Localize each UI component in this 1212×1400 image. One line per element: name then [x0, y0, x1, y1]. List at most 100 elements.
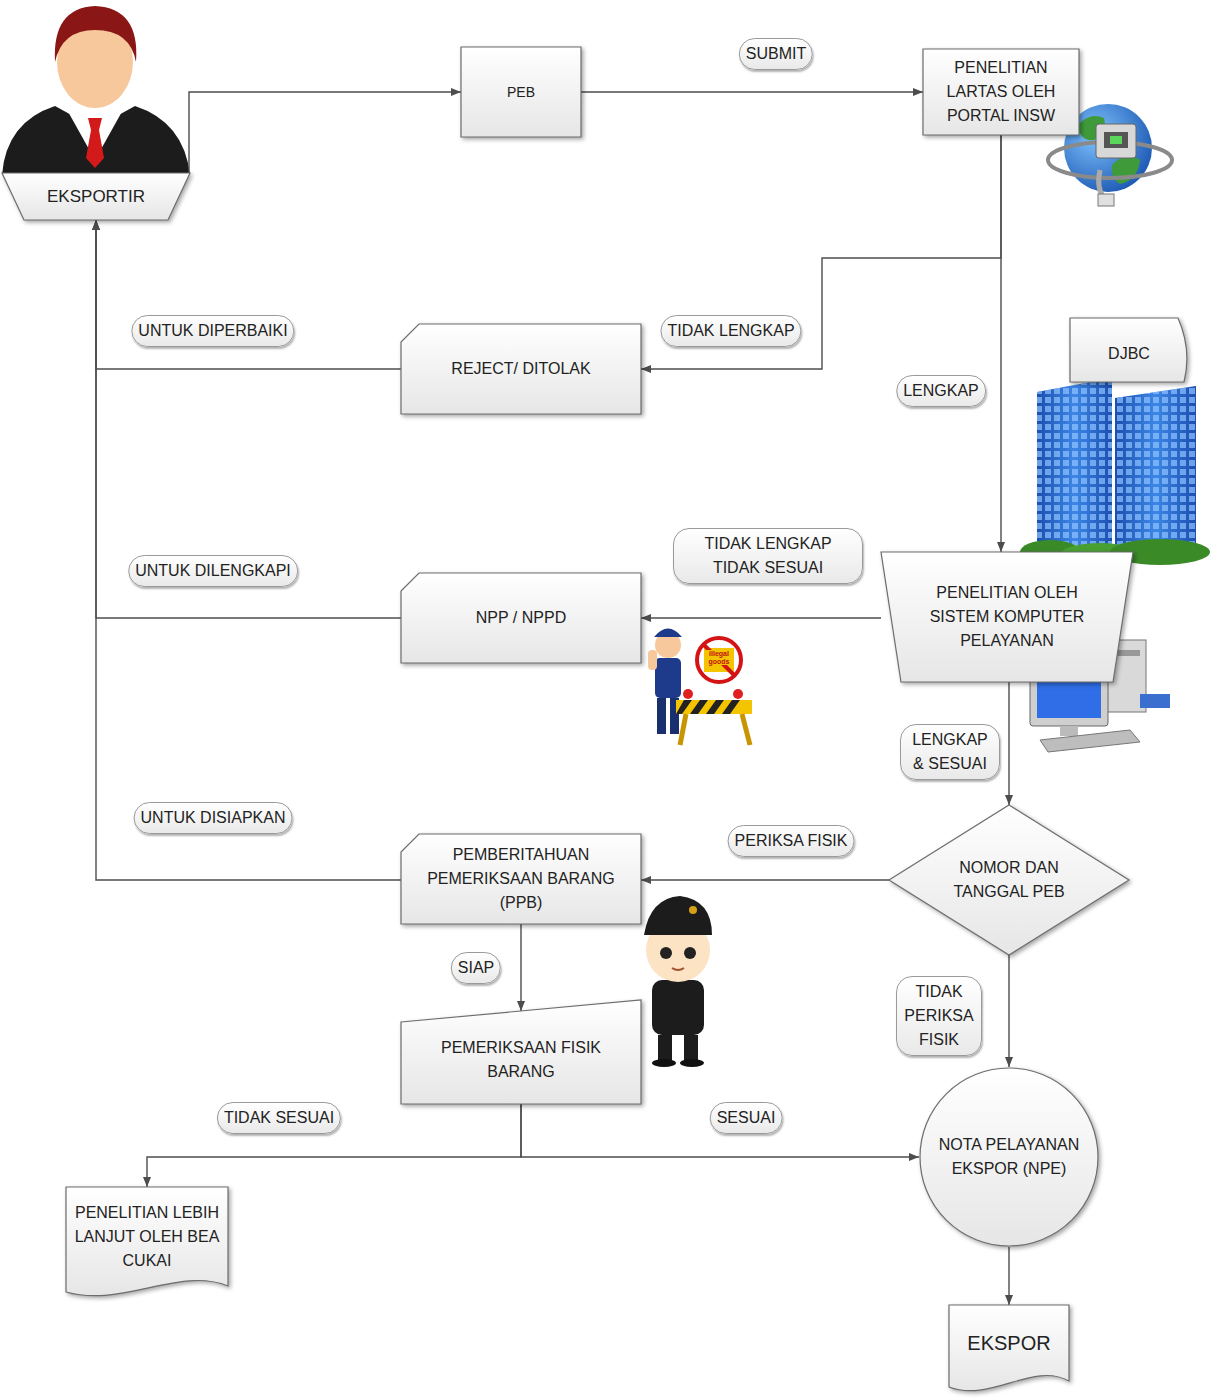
flow-arrow	[96, 220, 401, 369]
edge-label: LENGKAP	[896, 375, 986, 407]
exporter-figure	[2, 6, 190, 175]
customs-officer-figure-part	[672, 968, 684, 970]
text-group: PENELITIAN LARTAS OLEH PORTAL INSW	[931, 56, 1071, 128]
outline-shape	[881, 552, 1133, 682]
terminal-circle: NOTA PELAYANAN EKSPOR (NPE)	[919, 1067, 1099, 1247]
computer-icon-part	[1060, 726, 1078, 736]
text-group: EKSPORTIR	[47, 184, 145, 210]
edge-label: UNTUK DIPERBAIKI	[131, 315, 294, 347]
outline-shape	[401, 834, 641, 924]
outline-shape	[66, 1187, 228, 1296]
text-group: REJECT/ DITOLAK	[451, 357, 590, 381]
inspection-box: PEMERIKSAAN FISIK BARANG	[401, 1000, 641, 1104]
officer-barrier-icon-part	[680, 714, 686, 745]
outline-shape	[461, 47, 581, 137]
flow-arrow	[1008, 682, 1009, 805]
edge-label: TIDAK PERIKSA FISIK	[896, 976, 982, 1056]
customs-officer-figure-part	[658, 1035, 672, 1061]
computer-icon-part	[1140, 694, 1170, 708]
node-text: EKSPORTIR	[47, 184, 145, 210]
node-text: EKSPOR	[967, 1328, 1050, 1358]
edge-label: PERIKSA FISIK	[728, 825, 855, 857]
text-group: PENELITIAN OLEH SISTEM KOMPUTER PELAYANA…	[912, 581, 1102, 653]
node-text: PENELITIAN LEBIH LANJUT OLEH BEA CUKAI	[74, 1201, 220, 1273]
djbc-buildings-part	[1037, 378, 1112, 545]
flow-arrow	[96, 220, 401, 880]
outline-shape	[920, 1068, 1098, 1246]
officer-barrier-icon-part	[742, 714, 750, 745]
customs-officer-figure-part	[652, 1059, 676, 1067]
network-globe-icon-part	[1104, 132, 1128, 148]
network-globe-icon-part	[1098, 194, 1114, 206]
flow-arrow	[641, 617, 881, 618]
flow-arrow	[520, 924, 521, 1011]
text-group: PEMBERITAHUAN PEMERIKSAAN BARANG (PPB)	[416, 843, 626, 915]
edge-label: UNTUK DILENGKAPI	[128, 555, 298, 587]
decision-diamond-outline	[889, 805, 1129, 955]
customs-officer-figure-part	[644, 896, 712, 935]
text-group: PENELITIAN LEBIH LANJUT OLEH BEA CUKAI	[74, 1201, 220, 1273]
document-box: PEB	[461, 47, 581, 137]
officer-barrier-icon	[648, 629, 752, 746]
outline-shape	[889, 805, 1129, 955]
officer-barrier-icon-part	[655, 658, 681, 698]
computer-icon-part	[1040, 730, 1140, 752]
customs-officer-figure-part	[684, 947, 696, 959]
process-box: PENELITIAN LARTAS OLEH PORTAL INSW	[923, 49, 1079, 135]
document-shape: EKSPOR	[949, 1305, 1069, 1395]
edge-label: TIDAK SESUAI	[217, 1102, 341, 1134]
organization-tag: DJBC	[1070, 318, 1188, 382]
actor-plate: EKSPORTIR	[2, 173, 190, 220]
outline-shape	[949, 1305, 1069, 1391]
document-shape: PENELITIAN LEBIH LANJUT OLEH BEA CUKAI	[66, 1187, 228, 1300]
text-group: PEB	[507, 82, 535, 103]
edge-label: TIDAK LENGKAP TIDAK SESUAI	[673, 528, 863, 584]
edge-label: TIDAK LENGKAP	[660, 315, 801, 347]
flow-arrow	[1008, 955, 1009, 1067]
node-text: NOTA PELAYANAN EKSPOR (NPE)	[929, 1133, 1089, 1181]
terminal-circle-outline	[919, 1067, 1099, 1247]
flow-arrow	[641, 879, 889, 880]
decision-diamond: NOMOR DAN TANGGAL PEB	[889, 805, 1129, 955]
flow-arrow	[96, 220, 401, 618]
node-text: PENELITIAN LARTAS OLEH PORTAL INSW	[931, 56, 1071, 128]
customs-officer-figure-part	[684, 1035, 698, 1061]
text-group: NOMOR DAN TANGGAL PEB	[939, 856, 1079, 904]
text-group: EKSPOR	[967, 1328, 1050, 1358]
flow-arrow	[1008, 1247, 1009, 1305]
exporter-figure-part	[2, 106, 190, 175]
node-text: PENELITIAN OLEH SISTEM KOMPUTER PELAYANA…	[912, 581, 1102, 653]
flow-arrow	[641, 135, 1001, 369]
flow-arrow	[581, 91, 923, 92]
officer-barrier-icon-part	[654, 629, 682, 638]
text-group: PEMERIKSAAN FISIK BARANG	[426, 1036, 616, 1084]
process-trapezoid: PENELITIAN OLEH SISTEM KOMPUTER PELAYANA…	[881, 552, 1133, 682]
officer-barrier-icon-part	[648, 650, 657, 670]
node-text: DJBC	[1108, 342, 1150, 366]
officer-barrier-icon-part	[657, 698, 666, 734]
outline-shape	[923, 49, 1079, 135]
djbc-buildings-part	[1115, 386, 1196, 545]
flow-arrow	[189, 92, 461, 173]
node-text: PEMERIKSAAN FISIK BARANG	[426, 1036, 616, 1084]
customs-officer-figure	[644, 896, 712, 1067]
text-group: NOTA PELAYANAN EKSPOR (NPE)	[929, 1133, 1089, 1181]
djbc-buildings	[1020, 378, 1210, 567]
outline-shape	[401, 1000, 641, 1104]
notice-card: NPP / NPPD	[401, 573, 641, 663]
officer-barrier-icon-part	[676, 700, 740, 714]
customs-officer-figure-part	[660, 947, 672, 959]
customs-officer-figure-part	[680, 1059, 704, 1067]
exporter-figure-part	[86, 118, 104, 168]
node-text: REJECT/ DITOLAK	[451, 357, 590, 381]
officer-barrier-icon-part	[697, 638, 741, 682]
notice-card: PEMBERITAHUAN PEMERIKSAAN BARANG (PPB)	[401, 834, 641, 924]
edge-label: SESUAI	[710, 1102, 783, 1134]
officer-barrier-icon-part	[703, 644, 735, 676]
officer-barrier-icon-part	[683, 689, 693, 699]
network-globe-icon-part	[1096, 124, 1136, 158]
outline-shape	[401, 324, 641, 414]
